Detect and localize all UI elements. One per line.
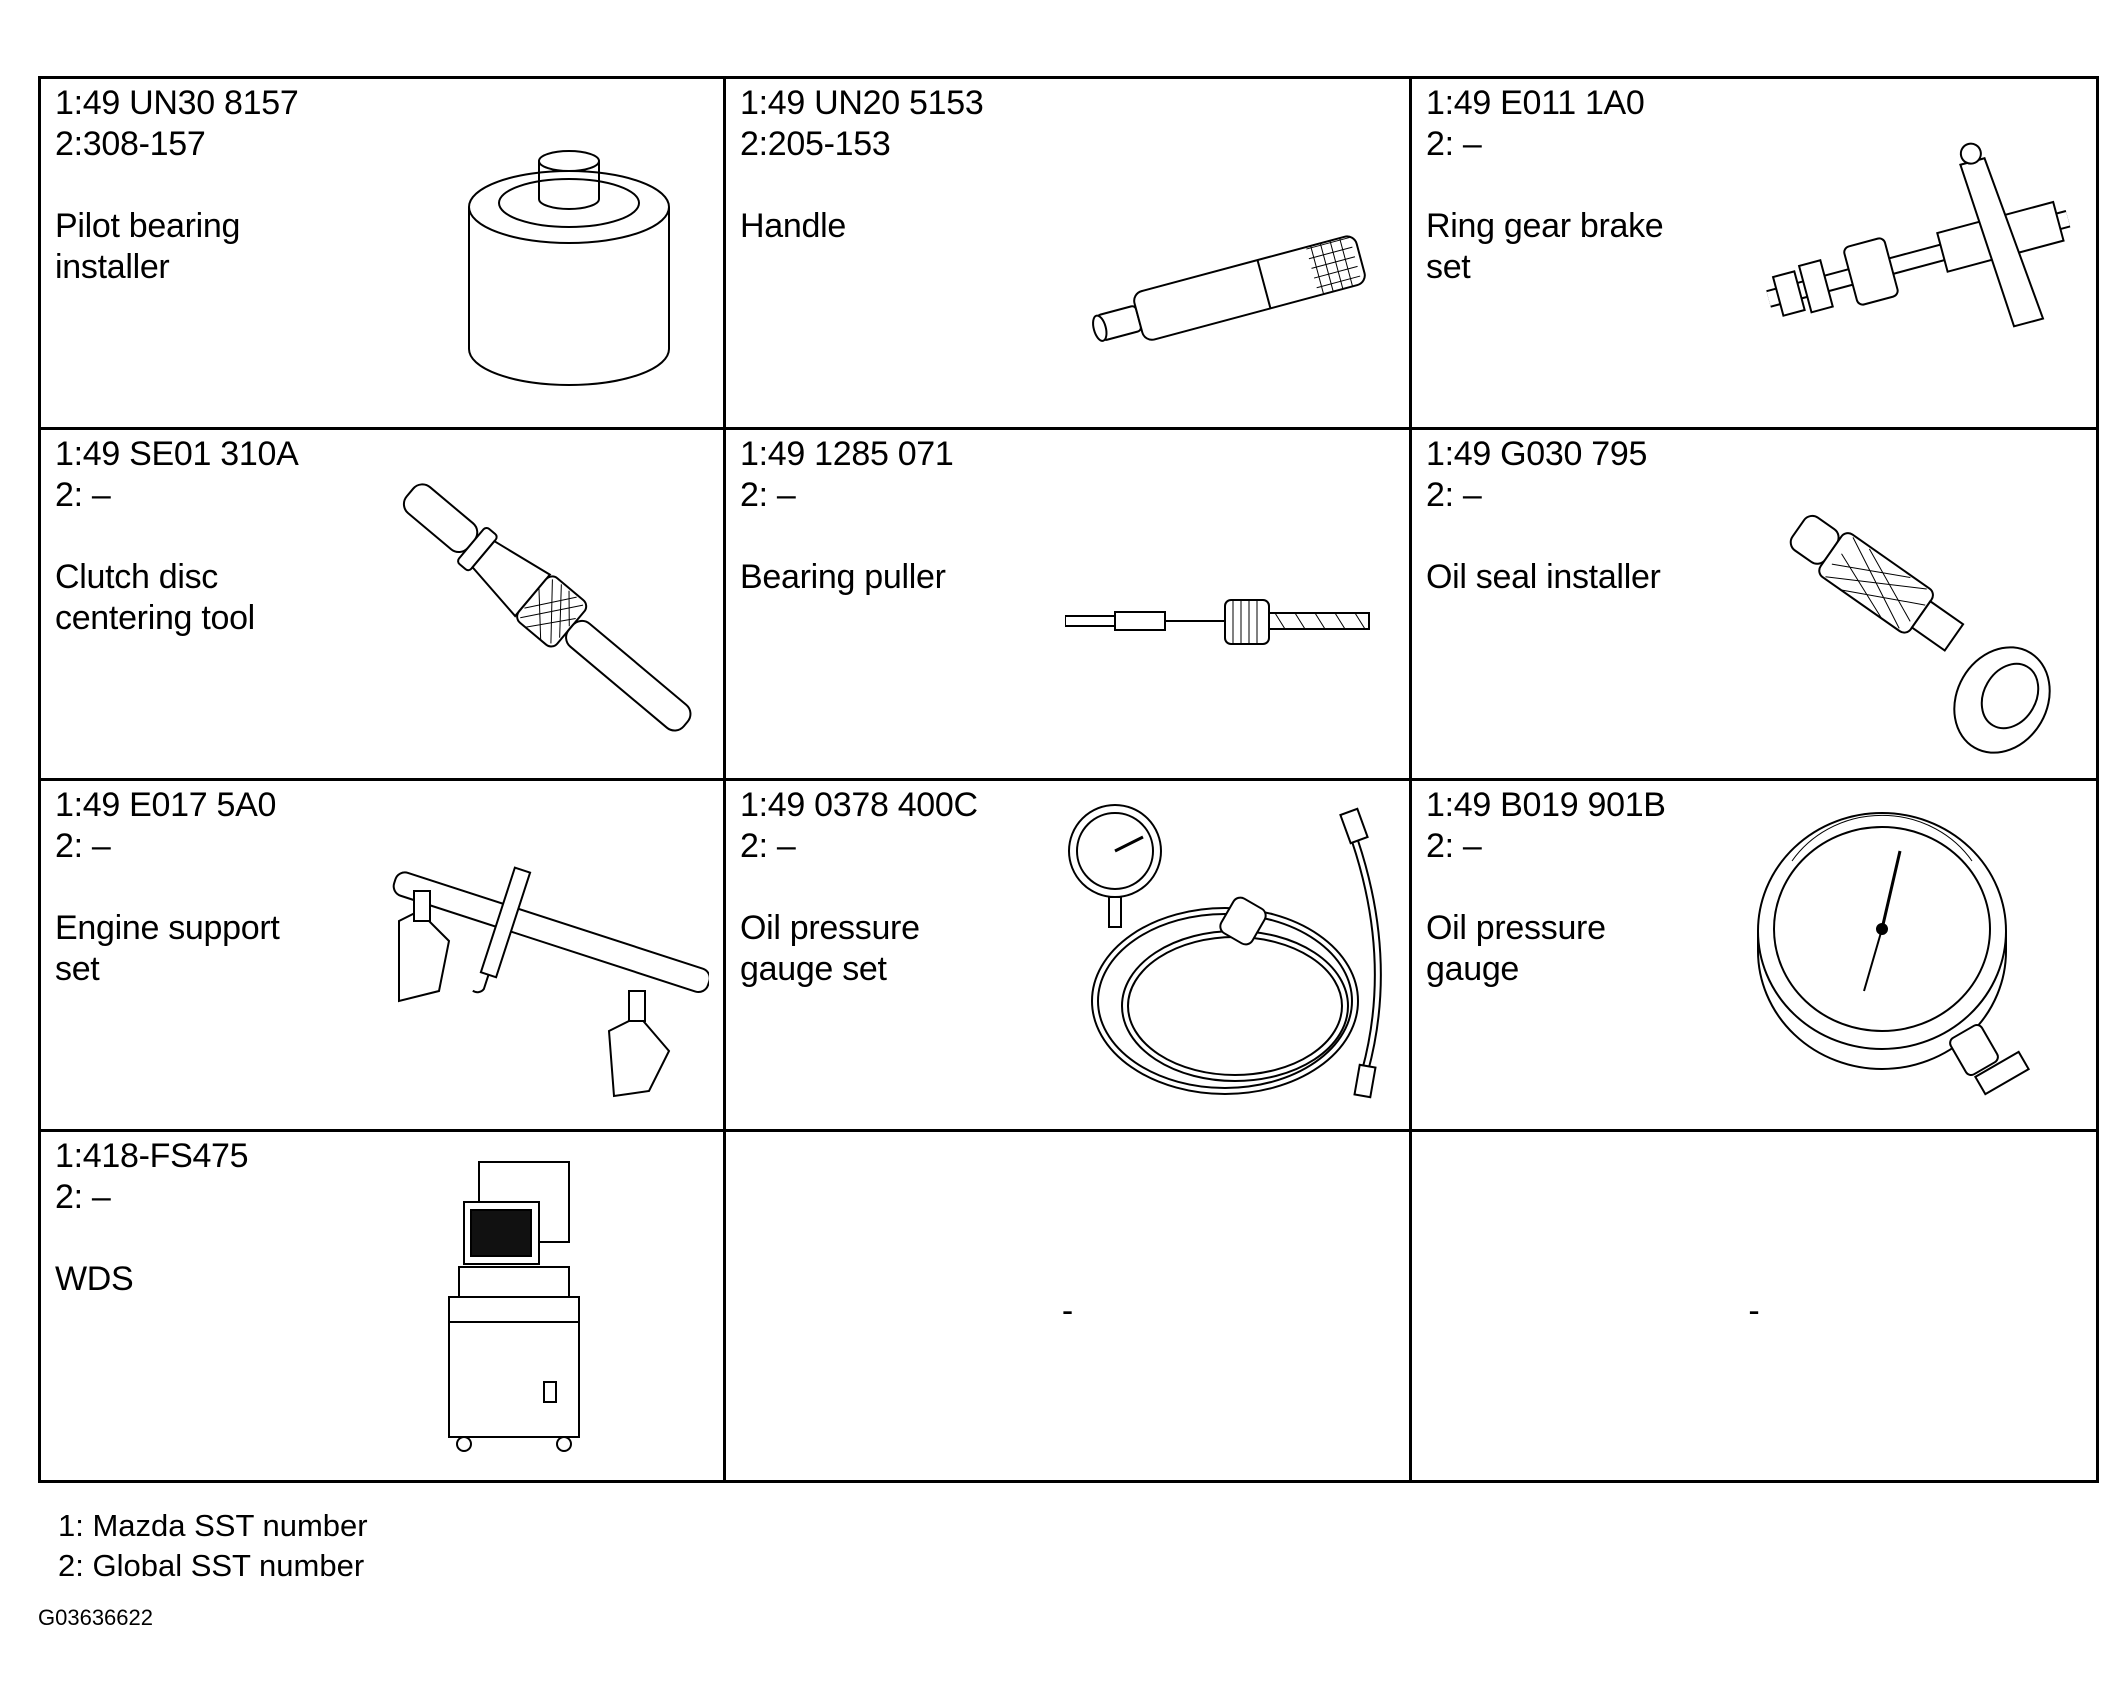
global-sst-number: 2: – [55,827,111,865]
mazda-sst-number: 1:49 0378 400C [740,786,978,824]
oil-seal-installer-icon [1752,450,2082,760]
engine-support-set-icon [379,801,711,1111]
mazda-sst-number: 1:49 B019 901B [1426,786,1666,824]
tool-cell: 1:49 E017 5A0 2: – Engine support set [38,778,726,1132]
handle-icon [1065,99,1395,409]
tool-name: WDS [55,1260,134,1298]
legend: 1: Mazda SST number 2: Global SST number [58,1506,368,1586]
tool-cell: 1:49 E011 1A0 2: – Ring gear brake set [1409,76,2099,430]
table-row: 1:49 SE01 310A 2: – Clutch disc centerin… [38,427,2099,781]
global-sst-number: 2: – [1426,476,1482,514]
tool-text: 1:49 UN30 8157 2:308-157 Pilot bearing i… [55,83,355,288]
mazda-sst-number: 1:49 SE01 310A [55,435,299,473]
mazda-sst-number: 1:49 E017 5A0 [55,786,277,824]
tool-cell: 1:49 SE01 310A 2: – Clutch disc centerin… [38,427,726,781]
global-sst-number: 2: – [55,476,111,514]
figure-id: G03636622 [38,1605,153,1630]
tool-text: 1:49 E017 5A0 2: – Engine support set [55,785,355,990]
tool-text: 1:49 0378 400C 2: – Oil pressure gauge s… [740,785,1040,990]
tool-text: 1:418-FS475 2: – WDS [55,1136,355,1300]
pilot-bearing-installer-icon [379,99,709,409]
tool-name: Oil pressure gauge set [740,909,920,988]
table-row: 1:49 E017 5A0 2: – Engine support set [38,778,2099,1132]
global-sst-number: 2:308-157 [55,125,206,163]
global-sst-number: 2: – [740,827,796,865]
global-sst-number: 2:205-153 [740,125,891,163]
mazda-sst-number: 1:49 UN20 5153 [740,84,984,122]
mazda-sst-number: 1:49 1285 071 [740,435,954,473]
empty-cell-dash: - [1061,1292,1074,1330]
tool-name: Oil pressure gauge [1426,909,1606,988]
tool-name: Pilot bearing installer [55,207,241,286]
global-sst-number: 2: – [740,476,796,514]
tool-text: 1:49 SE01 310A 2: – Clutch disc centerin… [55,434,355,639]
oil-pressure-gauge-icon [1752,801,2082,1111]
ring-gear-brake-set-icon [1752,99,2082,409]
tool-text: 1:49 G030 795 2: – Oil seal installer [1426,434,1726,598]
global-sst-number: 2: – [1426,125,1482,163]
empty-cell: - [723,1129,1412,1483]
tool-name: Clutch disc centering tool [55,558,255,637]
tool-cell: 1:49 UN20 5153 2:205-153 Handle [723,76,1412,430]
tool-text: 1:49 1285 071 2: – Bearing puller [740,434,1040,598]
empty-cell-dash: - [1748,1292,1760,1330]
bearing-puller-icon [1064,450,1395,760]
tool-name: Engine support set [55,909,280,988]
mazda-sst-number: 1:418-FS475 [55,1137,249,1175]
mazda-sst-number: 1:49 E011 1A0 [1426,84,1645,122]
table-row: 1:418-FS475 2: – WDS [38,1129,2099,1483]
clutch-disc-centering-tool-icon [379,450,709,760]
tool-text: 1:49 UN20 5153 2:205-153 Handle [740,83,1040,247]
global-sst-number: 2: – [1426,827,1482,865]
tool-name: Handle [740,207,846,245]
table-row: 1:49 UN30 8157 2:308-157 Pilot bearing i… [38,76,2099,430]
tool-cell: 1:49 B019 901B 2: – Oil pressure gauge [1409,778,2099,1132]
tool-cell: 1:49 UN30 8157 2:308-157 Pilot bearing i… [38,76,726,430]
legend-item: 1: Mazda SST number [58,1508,368,1543]
tool-cell: 1:418-FS475 2: – WDS [38,1129,726,1483]
tool-name: Bearing puller [740,558,946,596]
sst-table: 1:49 UN30 8157 2:308-157 Pilot bearing i… [38,76,2099,1483]
tool-text: 1:49 E011 1A0 2: – Ring gear brake set [1426,83,1726,288]
tool-cell: 1:49 1285 071 2: – Bearing puller [723,427,1412,781]
legend-item: 2: Global SST number [58,1548,365,1583]
wds-icon [379,1152,709,1462]
empty-cell: - [1409,1129,2099,1483]
tool-name: Oil seal installer [1426,558,1661,596]
mazda-sst-number: 1:49 UN30 8157 [55,84,299,122]
tool-name: Ring gear brake set [1426,207,1664,286]
oil-pressure-gauge-set-icon [1065,801,1395,1111]
global-sst-number: 2: – [55,1178,111,1216]
tool-text: 1:49 B019 901B 2: – Oil pressure gauge [1426,785,1726,990]
tool-cell: 1:49 G030 795 2: – Oil seal installer [1409,427,2099,781]
mazda-sst-number: 1:49 G030 795 [1426,435,1648,473]
tool-cell: 1:49 0378 400C 2: – Oil pressure gauge s… [723,778,1412,1132]
